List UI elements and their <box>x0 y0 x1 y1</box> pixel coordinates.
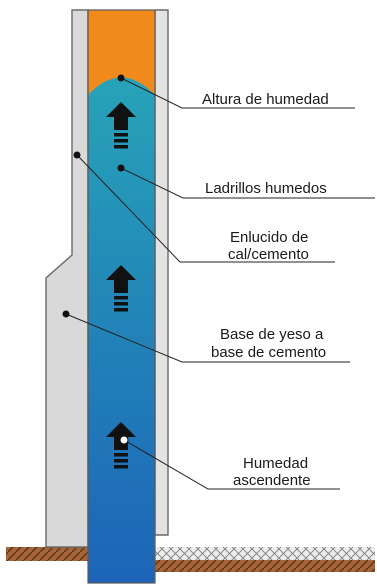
leader-moisture-height <box>120 77 355 109</box>
label-base-line2: base de cemento <box>211 344 326 361</box>
label-base-line1: Base de yeso a <box>220 326 324 343</box>
wet-bricks <box>88 77 155 583</box>
label-wet-bricks: Ladrillos humedos <box>205 180 327 197</box>
plaster-layer <box>45 9 89 548</box>
leader-wet-bricks <box>120 167 375 199</box>
label-rising-line2: ascendente <box>233 472 311 489</box>
ground-left <box>6 547 88 561</box>
gravel-right <box>155 547 375 560</box>
wall-outline <box>87 9 156 584</box>
dot-base <box>62 310 70 318</box>
dot-rising <box>119 435 129 445</box>
dot-plaster <box>73 151 81 159</box>
dot-wet-bricks <box>117 164 125 172</box>
ground-right <box>155 560 375 572</box>
up-arrow-icon <box>106 265 136 312</box>
label-plaster-line2: cal/cemento <box>228 246 309 263</box>
leader-rising <box>123 439 340 490</box>
label-rising-line1: Humedad <box>243 455 308 472</box>
plaster-layer-right <box>154 9 169 536</box>
dot-moisture-height <box>117 74 125 82</box>
up-arrow-icon <box>106 102 136 149</box>
label-moisture-height: Altura de humedad <box>202 91 329 108</box>
up-arrow-icon <box>106 422 136 469</box>
label-plaster-line1: Enlucido de <box>230 229 308 246</box>
leader-plaster <box>76 154 335 263</box>
leader-base <box>65 313 350 363</box>
